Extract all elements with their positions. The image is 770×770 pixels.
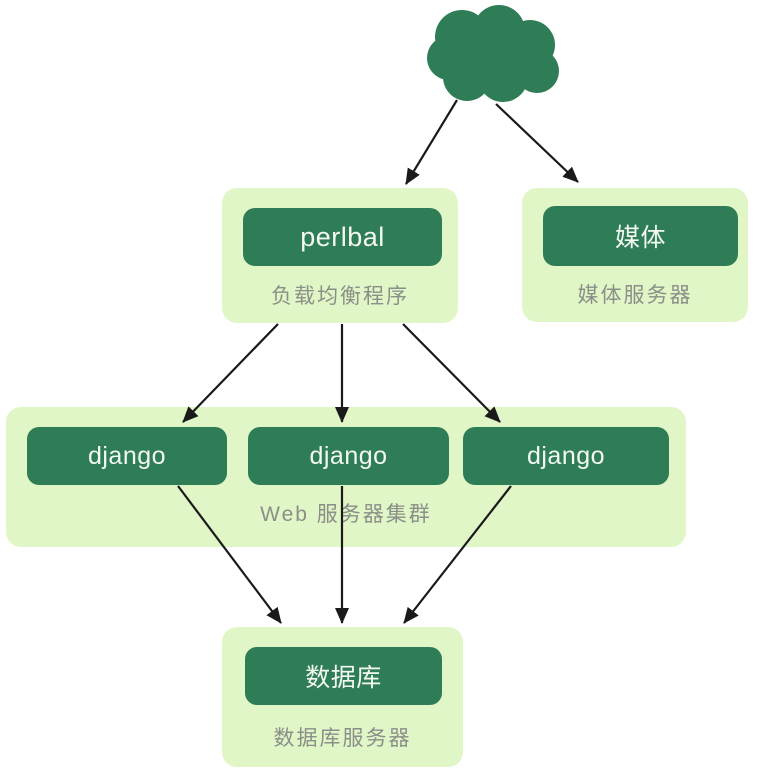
edge-cloud-loadbalancer [405,99,458,185]
load-balancer-caption: 负载均衡程序 [271,285,409,308]
database-node: 数据库 [245,647,442,705]
cloud-icon [427,5,559,102]
django-node-3: django [463,427,669,485]
perlbal-node-label: perlbal [300,221,385,252]
database-caption: 数据库服务器 [273,727,412,750]
media-node-label: 媒体 [614,224,666,252]
django-node-3-label: django [526,441,606,470]
django-node-2: django [248,427,449,485]
django-node-1: django [27,427,227,485]
media-server-caption: 媒体服务器 [577,284,693,307]
django-node-1-label: django [87,441,167,470]
web-cluster-group: django django django Web 服务器集群 [6,407,686,547]
database-node-label: 数据库 [305,664,382,692]
media-node: 媒体 [543,206,738,266]
edge-cloud-media [495,103,579,183]
media-server-group: 媒体 媒体服务器 [522,188,748,322]
web-cluster-caption: Web 服务器集群 [260,503,432,526]
django-node-2-label: django [309,441,388,470]
load-balancer-group: perlbal 负载均衡程序 [222,188,458,323]
perlbal-node: perlbal [243,208,442,266]
database-group: 数据库 数据库服务器 [222,627,463,767]
